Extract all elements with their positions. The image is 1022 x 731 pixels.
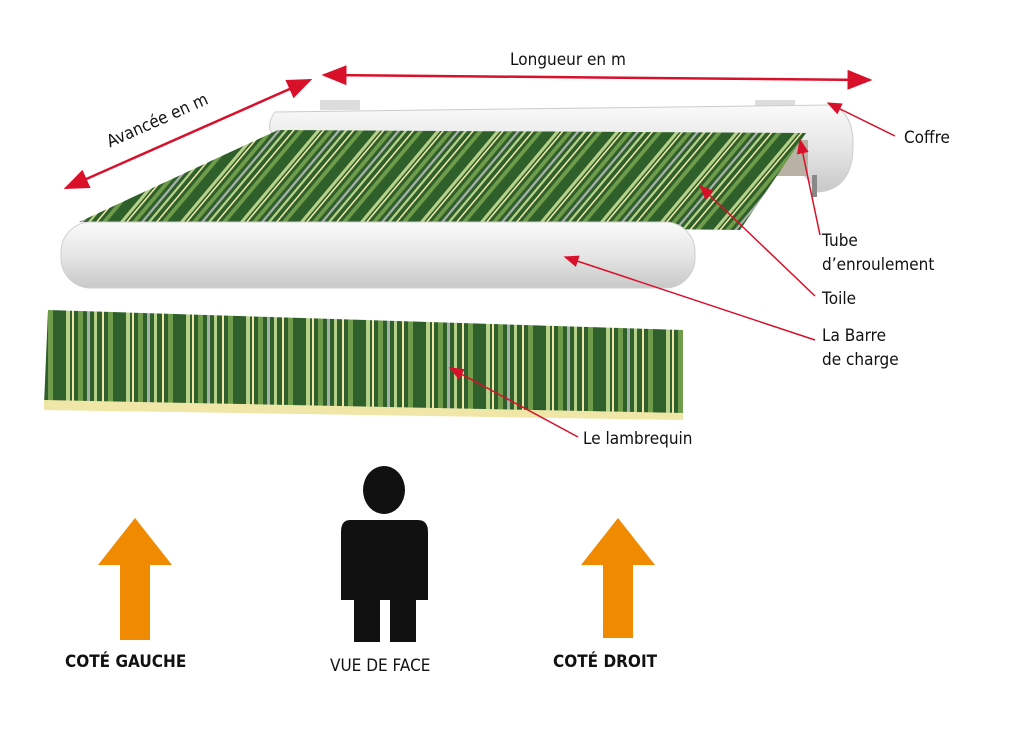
- lambrequin-valance: [44, 310, 683, 420]
- toile-pointer: [698, 184, 816, 297]
- right-side-arrow-icon: [581, 518, 655, 638]
- barre-label-line2: de charge: [822, 350, 899, 370]
- toile-canvas: [79, 130, 806, 230]
- vue-de-face-label: VUE DE FACE: [330, 656, 431, 676]
- coffre-pointer: [826, 102, 896, 137]
- toile-label: Toile: [822, 289, 857, 309]
- person-front-view-icon: [341, 466, 428, 642]
- cote-gauche-label: COTÉ GAUCHE: [65, 652, 187, 672]
- left-side-arrow-icon: [98, 518, 172, 640]
- tube-label-line2: d’enroulement: [822, 255, 935, 275]
- lambrequin-pointer: [448, 367, 579, 438]
- tube-pointer: [796, 138, 821, 236]
- barre-pointer: [563, 255, 816, 341]
- barre-de-charge: [60, 221, 696, 289]
- cote-droit-label: COTÉ DROIT: [553, 652, 658, 672]
- lambrequin-label: Le lambrequin: [583, 429, 693, 449]
- barre-label-line1: La Barre: [822, 326, 887, 346]
- coffre-label: Coffre: [904, 128, 950, 148]
- longueur-label: Longueur en m: [510, 50, 626, 70]
- avancee-dimension-arrow: [63, 78, 313, 190]
- longueur-dimension-arrow: [321, 65, 873, 90]
- tube-label-line1: Tube: [822, 231, 858, 251]
